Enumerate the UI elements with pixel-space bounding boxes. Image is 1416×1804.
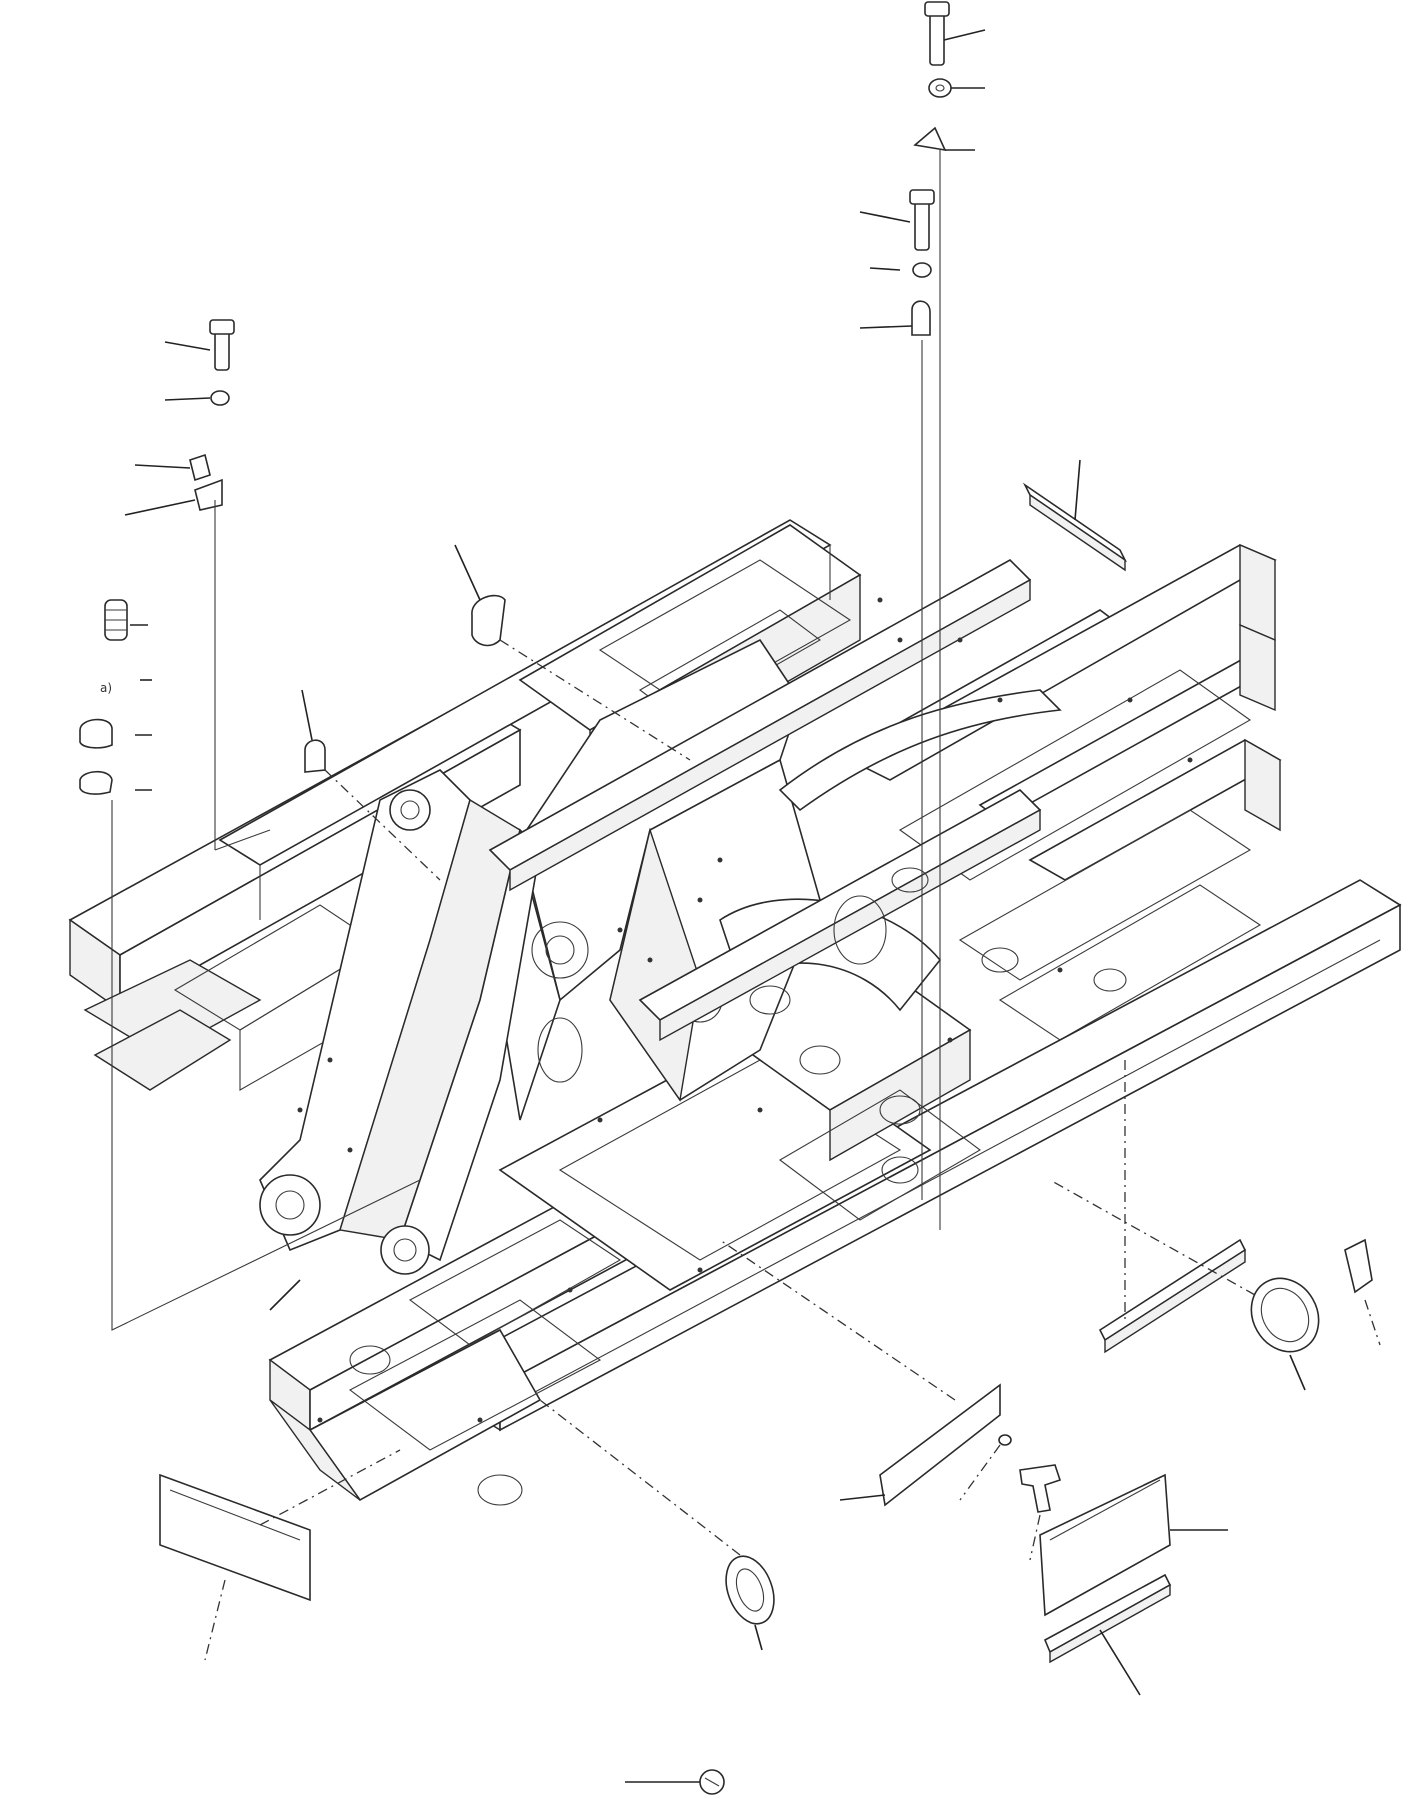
dashed-line-round-cover (539, 1399, 741, 1556)
part-washer-mid-right (869, 262, 932, 278)
part-threaded-pin-left (104, 599, 148, 641)
part-washer-top-right (928, 78, 985, 98)
part-bolt-mid-right (859, 189, 935, 251)
frame-boom-foot-upright (259, 769, 541, 1275)
part-bar-right-top (1022, 459, 1128, 572)
dashed-line-lower-centre-plate (719, 1239, 956, 1401)
part-wedge-top-right (913, 126, 975, 152)
dashed-line-plate-lower-left (259, 1449, 401, 1526)
part-oval-cover-right (1250, 1277, 1320, 1391)
part-round-cover-lower-centre (725, 1555, 775, 1651)
part-cover-upper-centre (454, 544, 506, 647)
part-nut-bottom (625, 1769, 725, 1795)
frame-access-holes (349, 867, 1127, 1506)
leader-frame-lower-left (269, 1279, 301, 1311)
part-strip-right-lower (1098, 1238, 1247, 1354)
revolving-frame-assembly (68, 519, 1402, 1506)
part-cap-mid-right (859, 300, 931, 336)
part-bolt-top-right (924, 1, 986, 66)
part-plate-left-lower (79, 770, 152, 795)
callout-text-a: a) (100, 681, 112, 695)
part-bolt-top-left (164, 319, 235, 371)
part-cap-centre-left (301, 689, 326, 773)
assembly-line-left-bolt-return (214, 829, 271, 851)
dashed-line-cap-centre-left (324, 769, 441, 881)
dashed-line-upper-cover (499, 639, 691, 761)
part-pin-lower-centre (959, 1434, 1012, 1501)
part-clip-top-left (134, 453, 211, 482)
part-bolt-lower-centre (1019, 1464, 1062, 1561)
assembly-line-left-plates (111, 800, 421, 1331)
part-plate-lower-left (159, 1473, 311, 1661)
part-washer-top-left (164, 390, 230, 406)
part-bracket-top-left (124, 478, 223, 516)
part-bracket-right (1344, 1238, 1381, 1346)
frame-bolt-holes (297, 597, 1193, 1423)
part-plate-lower-centre (839, 1383, 1001, 1507)
part-plate-left-upper (79, 718, 152, 749)
part-plate-lower-right (1039, 1473, 1228, 1617)
dashed-line-oval-right (1049, 1179, 1256, 1296)
part-strip-lower-right (1043, 1573, 1172, 1696)
